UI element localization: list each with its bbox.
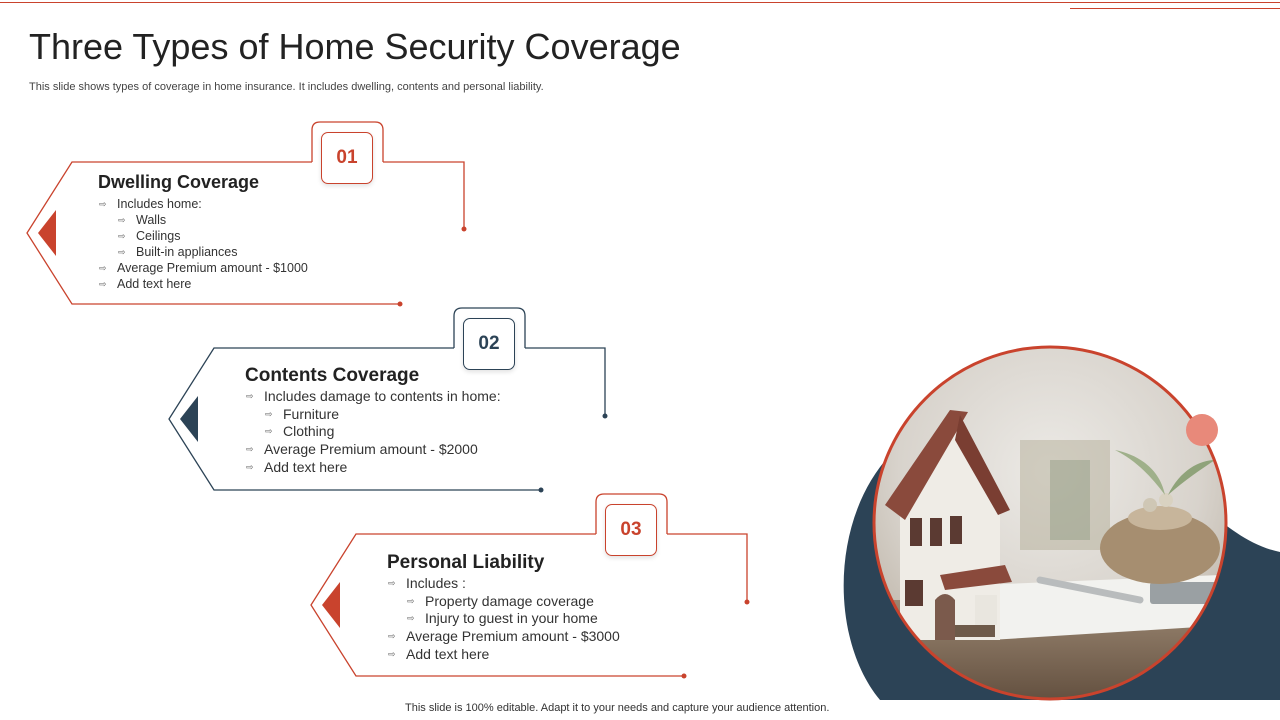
- top-rule-accent: [1070, 8, 1280, 9]
- arrow-bullet-icon: ⇨: [407, 595, 415, 606]
- card-1-dot-end: [397, 301, 403, 307]
- card-2-list: ⇨Includes damage to contents in home: ⇨F…: [246, 388, 501, 477]
- list-item: ⇨Includes damage to contents in home:: [246, 388, 501, 404]
- arrow-bullet-icon: ⇨: [99, 199, 107, 209]
- arrow-bullet-icon: ⇨: [99, 279, 107, 289]
- list-item: ⇨Add text here: [99, 277, 192, 291]
- decor-dot: [1186, 414, 1218, 446]
- card-1-number-badge: 01: [321, 132, 373, 184]
- page-subtitle: This slide shows types of coverage in ho…: [29, 81, 544, 93]
- card-2-number-badge: 02: [463, 318, 515, 370]
- card-1-dot-side: [461, 226, 467, 232]
- list-item: ⇨Average Premium amount - $1000: [99, 261, 308, 275]
- card-2-title: Contents Coverage: [245, 365, 420, 386]
- list-item: ⇨Injury to guest in your home: [407, 610, 598, 627]
- card-2-chevron: [180, 396, 198, 442]
- list-item: ⇨Add text here: [246, 458, 348, 475]
- arrow-bullet-icon: ⇨: [246, 391, 254, 401]
- arrow-bullet-icon: ⇨: [265, 408, 273, 419]
- card-2-dot-end: [538, 487, 544, 493]
- arrow-bullet-icon: ⇨: [246, 444, 254, 455]
- card-3-title: Personal Liability: [387, 552, 545, 573]
- arrow-bullet-icon: ⇨: [118, 247, 126, 257]
- photo-content: [874, 347, 1226, 699]
- arrow-bullet-icon: ⇨: [246, 461, 254, 472]
- list-item: ⇨Add text here: [388, 645, 490, 662]
- card-2-frame: [168, 307, 606, 491]
- card-1-list: ⇨Includes home: ⇨Walls ⇨Ceilings ⇨Built-…: [99, 196, 308, 292]
- arrow-bullet-icon: ⇨: [118, 231, 126, 241]
- list-item: ⇨Ceilings: [118, 229, 181, 243]
- card-3-dot-end: [681, 673, 687, 679]
- arrow-bullet-icon: ⇨: [388, 648, 396, 659]
- list-item: ⇨Average Premium amount - $3000: [388, 628, 620, 645]
- card-2-dot-side: [602, 413, 608, 419]
- card-3-dot-side: [744, 599, 750, 605]
- list-item: ⇨Average Premium amount - $2000: [246, 441, 478, 458]
- footer-note: This slide is 100% editable. Adapt it to…: [405, 702, 830, 714]
- page-title: Three Types of Home Security Coverage: [29, 26, 681, 67]
- card-1-chevron: [38, 210, 56, 256]
- card-3-frame: [310, 493, 748, 677]
- arrow-bullet-icon: ⇨: [388, 578, 396, 588]
- list-item: ⇨Includes :: [388, 575, 466, 591]
- arrow-bullet-icon: ⇨: [99, 263, 107, 273]
- list-item: ⇨Property damage coverage: [407, 592, 594, 609]
- card-1-frame: [26, 121, 465, 305]
- list-item: ⇨Furniture: [265, 405, 340, 422]
- photo-ring: [872, 345, 1228, 701]
- list-item: ⇨Includes home:: [99, 197, 202, 211]
- arrow-bullet-icon: ⇨: [265, 426, 273, 437]
- arrow-bullet-icon: ⇨: [407, 613, 415, 624]
- list-item: ⇨Walls: [118, 213, 167, 227]
- card-1-title: Dwelling Coverage: [98, 172, 260, 192]
- card-3-number-badge: 03: [605, 504, 657, 556]
- card-3-chevron: [322, 582, 340, 628]
- card-3-list: ⇨Includes : ⇨Property damage coverage ⇨I…: [388, 575, 620, 664]
- arrow-bullet-icon: ⇨: [388, 631, 396, 642]
- arrow-bullet-icon: ⇨: [118, 215, 126, 225]
- list-item: ⇨Built-in appliances: [118, 245, 238, 259]
- top-rule: [0, 2, 1280, 3]
- list-item: ⇨Clothing: [265, 423, 335, 440]
